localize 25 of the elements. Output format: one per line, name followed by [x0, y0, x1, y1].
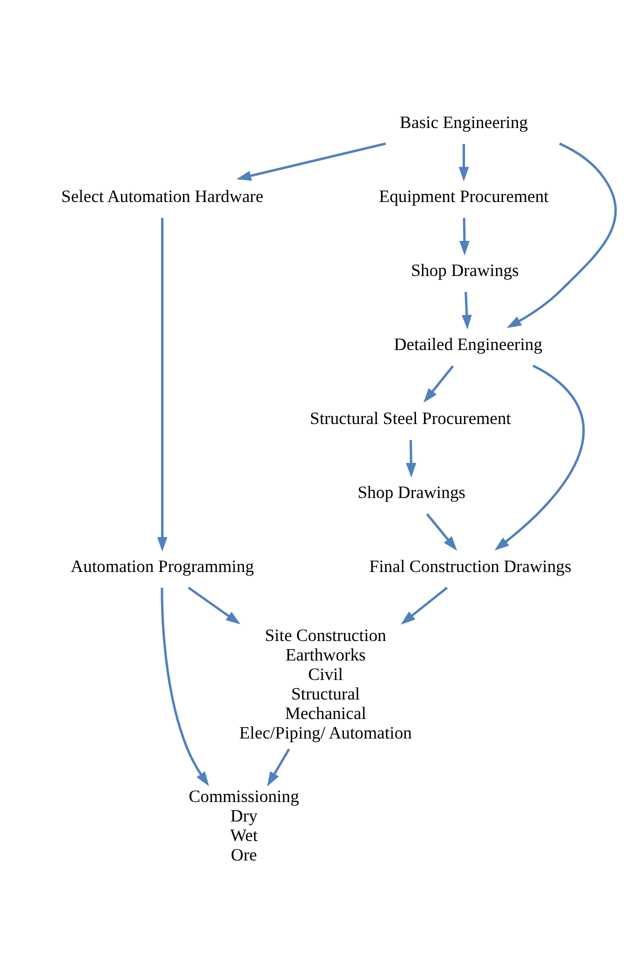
- node-text: Commissioning Dry Wet Ore: [188, 786, 300, 865]
- arrow: [236, 142, 386, 181]
- node-text: Automation Programming: [70, 556, 254, 576]
- node-text: Basic Engineering: [400, 112, 528, 132]
- arrow: [426, 513, 458, 551]
- node-text: Equipment Procurement: [378, 186, 549, 206]
- arrow: [459, 218, 470, 256]
- arrow: [506, 142, 617, 328]
- arrow: [494, 364, 585, 550]
- arrow: [160, 588, 209, 786]
- node-text: Site Construction Earthworks Civil Structural Mechanical Elec/Piping/ Automation: [239, 624, 412, 743]
- node-text: Shop Drawings: [410, 260, 519, 280]
- node-text: Shop Drawings: [358, 482, 466, 502]
- arrow: [423, 365, 454, 403]
- node-text: Final Construction Drawings: [369, 556, 572, 576]
- arrow: [157, 218, 168, 552]
- arrow: [462, 292, 472, 330]
- arrow: [188, 586, 241, 624]
- arrow: [406, 440, 416, 478]
- node-text: Select Automation Hardware: [61, 186, 264, 206]
- node-text: Structural Steel Procurement: [310, 408, 512, 428]
- arrow: [400, 586, 448, 625]
- arrow: [267, 748, 290, 786]
- arrow: [458, 144, 469, 182]
- node-text: Detailed Engineering: [394, 334, 542, 354]
